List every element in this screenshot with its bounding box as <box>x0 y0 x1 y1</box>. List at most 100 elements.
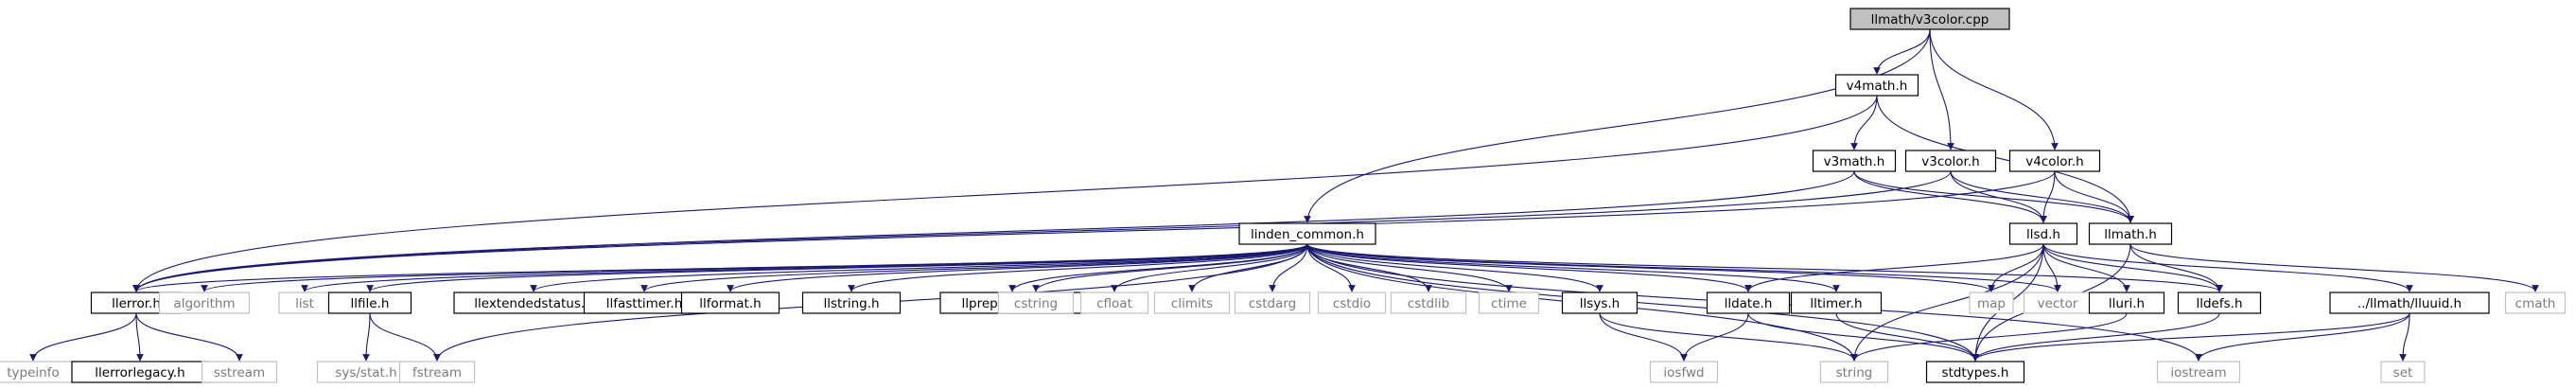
node-label-llformat: llformat.h <box>699 296 761 311</box>
node-stdtypes[interactable]: stdtypes.h <box>1925 361 2025 383</box>
node-label-map: map <box>1977 296 2006 311</box>
edge-v4math-to-v3math <box>1850 95 1878 150</box>
edge-v3color_cpp-to-v3color <box>1929 28 1954 150</box>
edge-llsd-to-lldate <box>1744 243 2044 292</box>
node-llerrorlegacy[interactable]: llerrorlegacy.h <box>71 361 209 383</box>
node-label-cfloat: cfloat <box>1096 296 1132 311</box>
node-box-ctime <box>1478 292 1540 314</box>
node-linden[interactable]: linden_common.h <box>1238 222 1376 245</box>
node-label-llmath: llmath.h <box>2104 227 2157 242</box>
edge-linden-to-algorithm <box>201 243 1308 292</box>
edge-linden-to-llpreproc <box>1008 243 1308 292</box>
node-lltimer[interactable]: lltimer.h <box>1790 292 1883 314</box>
edge-v4color-to-llerror <box>132 170 2056 292</box>
node-label-list: list <box>295 296 314 311</box>
node-box-iosfwd <box>1649 361 1719 383</box>
node-box-lluuid <box>2329 292 2490 314</box>
node-llfile[interactable]: llfile.h <box>327 292 412 314</box>
node-list: list <box>278 292 331 314</box>
node-box-string <box>1819 361 1889 383</box>
node-box-cmath <box>2504 292 2567 314</box>
node-lluri[interactable]: lluri.h <box>2088 292 2165 314</box>
edge-v3math-to-llsd <box>1853 170 2047 223</box>
node-box-lltimer <box>1790 292 1883 314</box>
node-box-algorithm <box>158 292 251 314</box>
edge-linden-to-llsys <box>1306 243 1603 292</box>
edge-v3color_cpp-to-linden <box>1304 28 1931 223</box>
node-label-lluri: lluri.h <box>2109 296 2145 311</box>
edge-linden-to-cstring <box>1032 243 1308 292</box>
node-label-lldefs: lldefs.h <box>2196 296 2242 311</box>
node-label-v3math: v3math.h <box>1824 154 1885 169</box>
edge-lltimer-to-stdtypes <box>1835 312 1979 362</box>
node-label-cmath: cmath <box>2515 296 2556 311</box>
node-box-cstdlib <box>1390 292 1467 314</box>
node-box-iostream <box>2156 361 2241 383</box>
edge-llsd-to-lldefs <box>2042 243 2223 292</box>
edge-v3math-to-llerror <box>132 170 1855 292</box>
node-string: string <box>1819 361 1889 383</box>
node-box-map <box>1969 292 2014 314</box>
node-label-ctime: ctime <box>1491 296 1527 311</box>
node-label-llextended: llextendedstatus.h <box>474 296 593 311</box>
edge-linden-to-llstring <box>848 243 1308 292</box>
node-lluuid[interactable]: ../llmath/lluuid.h <box>2329 292 2490 314</box>
node-v4color[interactable]: v4color.h <box>2008 150 2101 172</box>
node-typeinfo: typeinfo <box>0 361 76 383</box>
edge-llmath-to-cmath <box>2129 243 2539 292</box>
edges-layer <box>29 28 2539 362</box>
edge-v4color-to-llsd <box>2040 170 2056 223</box>
node-label-v3color_cpp: llmath/v3color.cpp <box>1871 12 1989 27</box>
edge-lldate-to-stdtypes <box>1747 312 1979 362</box>
node-llstring[interactable]: llstring.h <box>801 292 902 314</box>
node-label-stdtypes: stdtypes.h <box>1942 365 2009 380</box>
node-label-string: string <box>1836 365 1873 380</box>
node-llsd[interactable]: llsd.h <box>2008 222 2078 245</box>
node-label-lltimer: lltimer.h <box>1810 296 1862 311</box>
edge-llmath-to-lldefs <box>2129 243 2223 292</box>
node-box-v4color <box>2008 150 2101 172</box>
node-v4math[interactable]: v4math.h <box>1834 74 1919 97</box>
node-box-v3math <box>1812 150 1897 172</box>
node-label-llstring: llstring.h <box>823 296 879 311</box>
node-llsys[interactable]: llsys.h <box>1561 292 1638 314</box>
edge-llsd-to-lluri <box>2042 243 2130 292</box>
node-cmath: cmath <box>2504 292 2567 314</box>
node-sstream: sstream <box>201 361 278 383</box>
node-llfasttimer[interactable]: llfasttimer.h <box>583 292 706 314</box>
node-box-llsd <box>2008 222 2078 245</box>
node-llmath[interactable]: llmath.h <box>2088 222 2173 245</box>
edge-linden-to-stdtypes <box>1306 243 1979 362</box>
edge-llerror-to-typeinfo <box>29 312 137 362</box>
node-llerror[interactable]: llerror.h <box>90 292 183 314</box>
node-box-llmath <box>2088 222 2173 245</box>
edge-linden-to-llextended <box>530 243 1308 292</box>
edge-llfile-to-fstream <box>369 312 441 362</box>
node-label-v3color: v3color.h <box>1921 154 1979 169</box>
node-vector: vector <box>2023 292 2093 314</box>
node-label-v4color: v4color.h <box>2025 154 2083 169</box>
node-lldefs[interactable]: lldefs.h <box>2177 292 2262 314</box>
edge-linden-to-cstdio <box>1306 243 1356 292</box>
edge-v3color-to-llsd <box>1950 170 2047 223</box>
node-v3color[interactable]: v3color.h <box>1904 150 1997 172</box>
node-label-llsd: llsd.h <box>2026 227 2060 242</box>
edge-lluri-to-string <box>1850 312 2128 362</box>
node-v3color_cpp[interactable]: llmath/v3color.cpp <box>1849 8 2010 30</box>
node-lldate[interactable]: lldate.h <box>1706 292 1791 314</box>
node-label-llfasttimer: llfasttimer.h <box>606 296 683 311</box>
edge-llsd-to-vector <box>2042 243 2061 292</box>
edge-lldate-to-iosfwd <box>1680 312 1749 362</box>
node-llformat[interactable]: llformat.h <box>680 292 780 314</box>
node-set: set <box>2380 361 2426 383</box>
edge-v3color_cpp-to-v4math <box>1873 28 1931 75</box>
node-v3math[interactable]: v3math.h <box>1812 150 1897 172</box>
node-llextended[interactable]: llextendedstatus.h <box>453 292 614 314</box>
node-ctime: ctime <box>1478 292 1540 314</box>
node-climits: climits <box>1153 292 1231 314</box>
node-label-cstdarg: cstdarg <box>1249 296 1296 311</box>
edge-v4color-to-llmath <box>2054 170 2134 223</box>
node-label-cstdio: cstdio <box>1333 296 1371 311</box>
nodes-layer: llmath/v3color.cpp v4math.h v3math.h v3colo… <box>0 8 2567 383</box>
